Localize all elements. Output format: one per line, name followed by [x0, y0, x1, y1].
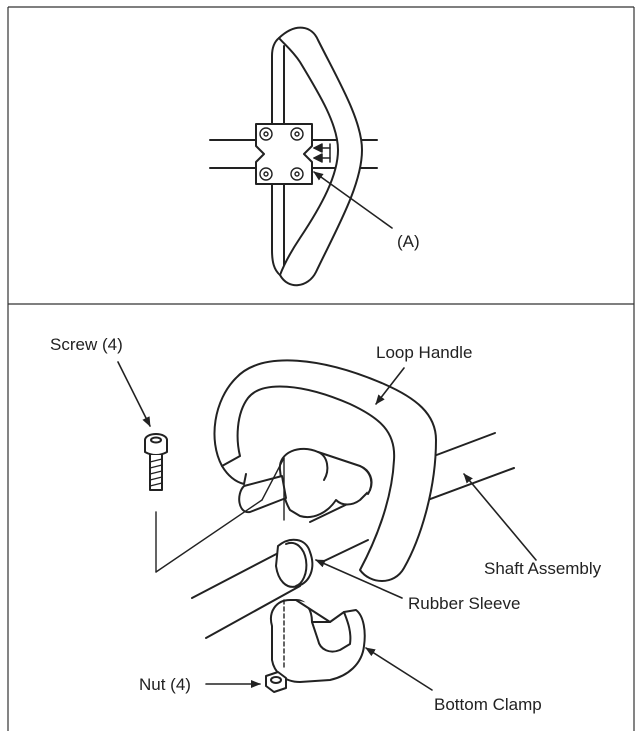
shaft-assembly-label: Shaft Assembly — [484, 559, 602, 578]
shaft-front — [191, 497, 369, 639]
loop-handle-label: Loop Handle — [376, 343, 472, 362]
direction-arrow-mark — [313, 143, 331, 163]
screw-icon — [144, 433, 168, 491]
upper-clamp — [238, 447, 373, 518]
loop-handle — [213, 359, 437, 582]
loop-handle-leader — [375, 367, 405, 405]
screw-leader — [117, 361, 151, 427]
rubber-sleeve — [275, 538, 314, 588]
nut-label: Nut (4) — [139, 675, 191, 694]
clamp-screw-heads — [259, 127, 304, 181]
figure-frame — [7, 6, 635, 731]
bottom-panel — [117, 359, 537, 693]
leader-arrows — [117, 361, 537, 691]
screw-label: Screw (4) — [50, 335, 123, 354]
bottom-clamp-label: Bottom Clamp — [434, 695, 542, 714]
assembly-guide-lines — [155, 457, 285, 669]
shaft-assembly-leader — [463, 473, 537, 561]
callout-a-leader — [313, 171, 393, 229]
bottom-clamp-leader — [365, 647, 433, 691]
rubber-sleeve-label: Rubber Sleeve — [408, 594, 520, 613]
nut-icon — [265, 671, 287, 693]
rubber-sleeve-leader — [315, 559, 403, 599]
bottom-clamp — [270, 599, 366, 683]
top-panel — [209, 26, 393, 287]
callout-a-label: (A) — [397, 232, 420, 251]
